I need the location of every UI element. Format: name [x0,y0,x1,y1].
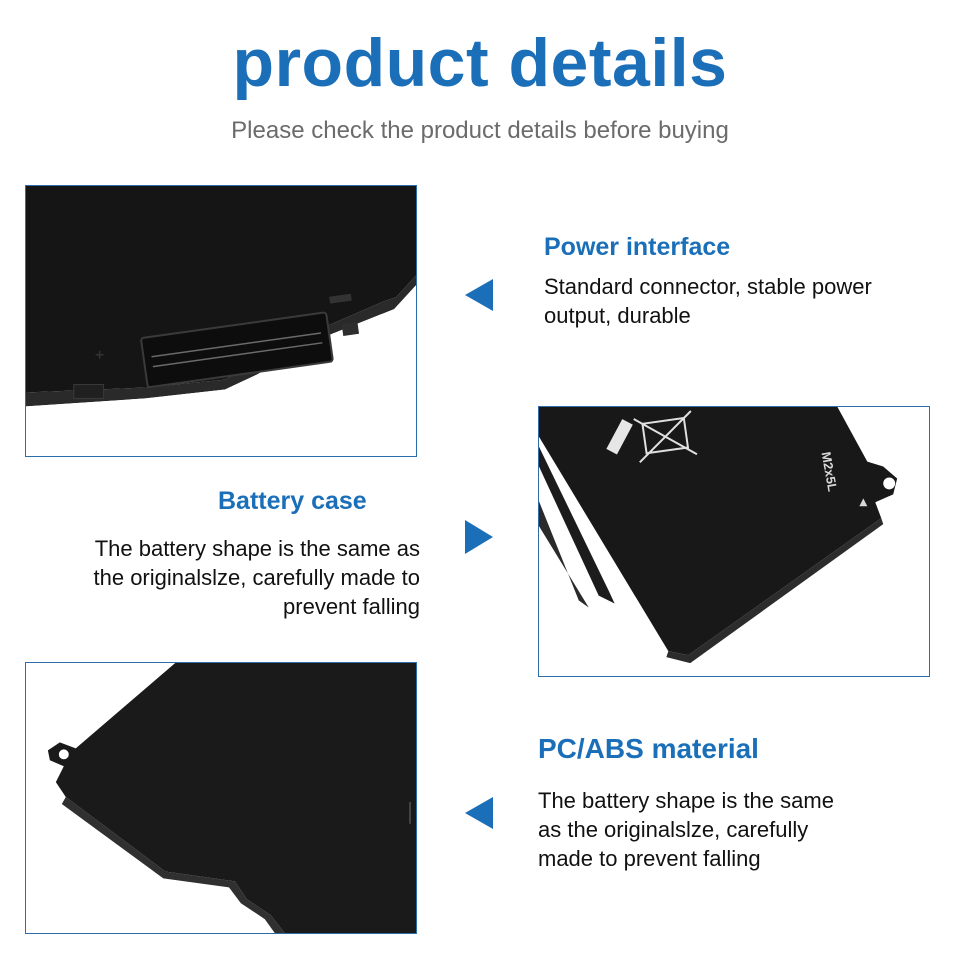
arrow-right-icon [465,520,493,554]
feature-description-battery-case: The battery shape is the same as the ori… [93,536,421,619]
feature-description-pc-abs-material: The battery shape is the same as the ori… [538,788,834,871]
power-interface-image [25,185,417,457]
feature-heading-battery-case: Battery case [218,487,367,515]
battery-marking-text: M2x5L [819,451,841,493]
arrow-left-icon [465,279,493,311]
feature-heading-power-interface: Power interface [544,233,731,261]
feature-description-power-interface: Standard connector, stable power output,… [544,274,872,328]
arrow-left-icon [465,797,493,829]
page-subtitle: Please check the product details before … [231,117,729,144]
battery-case-image: M2x5L [538,406,930,677]
feature-heading-pc-abs-material: PC/ABS material [538,733,759,764]
pc-abs-material-image [25,662,417,934]
page-title: product details [232,25,728,101]
